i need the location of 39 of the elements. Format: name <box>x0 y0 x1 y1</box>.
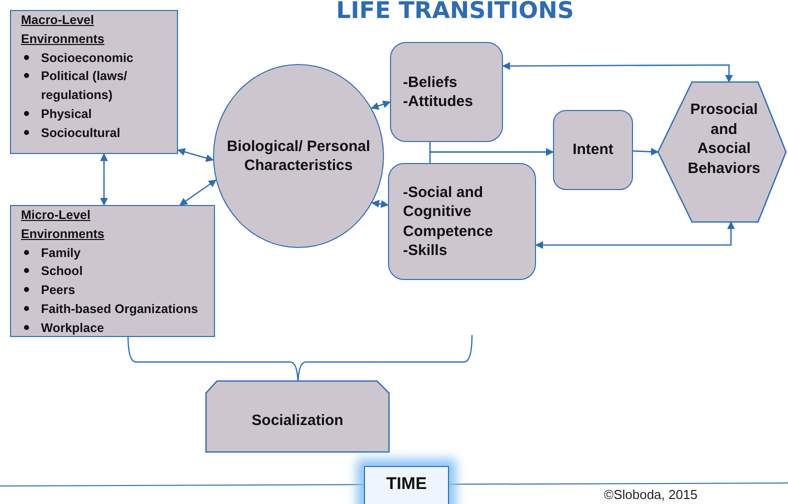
arrow <box>429 148 554 163</box>
arrow <box>177 148 214 162</box>
list-item: Political (laws/ regulations) <box>41 68 128 104</box>
node-label: Biological/ Personal Characteristics <box>226 136 372 176</box>
node-label: Intent <box>572 140 614 160</box>
node-label: -Social and Cognitive Competence <box>403 182 494 241</box>
environment-box <box>10 205 215 337</box>
arrow <box>371 200 389 208</box>
rounded-box <box>553 110 633 190</box>
list-item: Physical <box>41 106 92 123</box>
arrow <box>632 148 659 156</box>
copyright-note: ©Sloboda, 2015 <box>604 487 698 502</box>
list-item: Peers <box>41 282 76 299</box>
arrow <box>370 100 391 110</box>
arrow <box>179 179 217 206</box>
list-item: Socioeconomic <box>41 50 134 66</box>
arrow <box>535 221 735 249</box>
list-item: School <box>41 263 83 280</box>
node-label: -Skills <box>403 241 448 260</box>
list-item: Workplace <box>41 320 104 337</box>
node-label: TIME <box>386 472 427 495</box>
node-label: -Beliefs <box>403 72 458 92</box>
arrow <box>100 153 108 206</box>
arrow <box>502 62 733 83</box>
rounded-box <box>390 42 503 142</box>
box-heading: Macro-Level Environments <box>21 12 106 48</box>
node-label: Socialization <box>252 410 344 430</box>
box-heading: Micro-Level Environments <box>21 207 106 243</box>
list-item: Family <box>41 244 81 262</box>
diagram-title: LIFE TRANSITIONS <box>335 0 575 23</box>
time-box <box>364 466 449 504</box>
node-label: Prosocial and Asocial Behaviors <box>688 100 760 178</box>
rounded-box <box>388 163 536 280</box>
environment-box <box>10 10 178 154</box>
list-item: Sociocultural <box>41 124 120 142</box>
list-item: Faith-based Organizations <box>41 300 198 318</box>
chamfered-box <box>206 381 389 452</box>
node-label: -Attitudes <box>403 92 473 112</box>
hexagon-node <box>658 82 786 222</box>
